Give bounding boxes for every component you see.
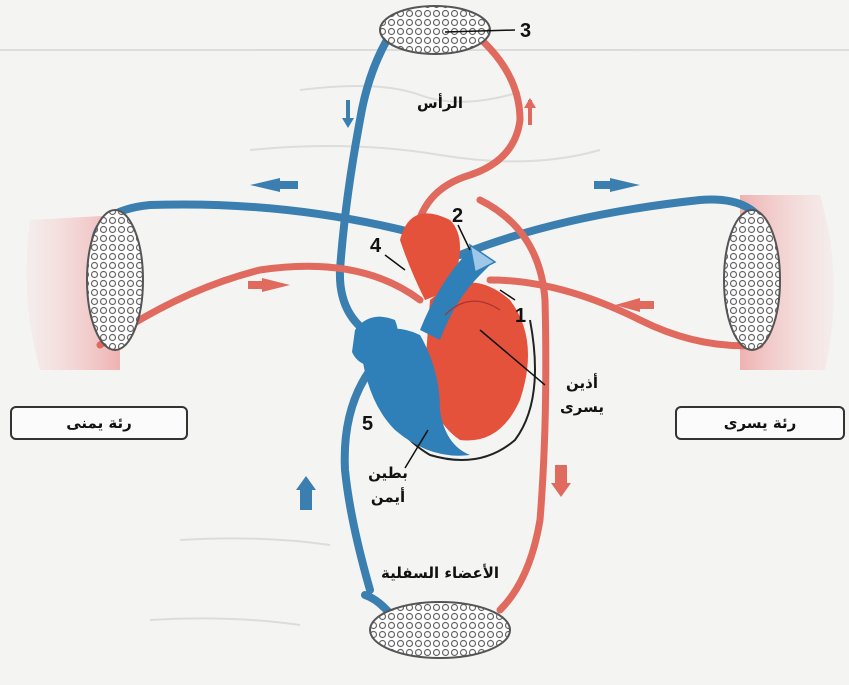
- arrow-lower-down-icon: [551, 465, 571, 497]
- number-3: 3: [520, 20, 531, 42]
- arrow-head-up-icon: [524, 98, 536, 125]
- label-head: الرأس: [417, 93, 463, 112]
- right-lung-label: رئة يمنى: [10, 406, 188, 440]
- label-left-atrium-2: يسرى: [560, 398, 604, 416]
- arrow-blue-left-icon: [250, 178, 280, 192]
- arrow-red-right-icon: [262, 278, 290, 292]
- arrow-blue-right-icon: [610, 178, 640, 192]
- left-lung-label: رئة يسرى: [675, 406, 845, 440]
- number-5: 5: [362, 413, 373, 435]
- number-2: 2: [452, 205, 463, 227]
- label-left-atrium-1: أذين: [566, 373, 598, 392]
- number-1: 1: [515, 305, 526, 327]
- label-right-ventricle-2: أيمن: [371, 487, 405, 506]
- head-capillaries: [380, 6, 490, 54]
- number-4: 4: [370, 235, 382, 257]
- left-lung-capillaries: [724, 210, 780, 350]
- arrow-lower-up-icon: [296, 476, 316, 510]
- label-right-ventricle-1: بطين: [368, 464, 408, 482]
- arrow-head-down-icon: [342, 100, 354, 128]
- right-lung-capillaries: [87, 210, 143, 350]
- lower-capillaries: [370, 602, 510, 658]
- label-lower-limbs: الأعضاء السفلية: [381, 564, 499, 582]
